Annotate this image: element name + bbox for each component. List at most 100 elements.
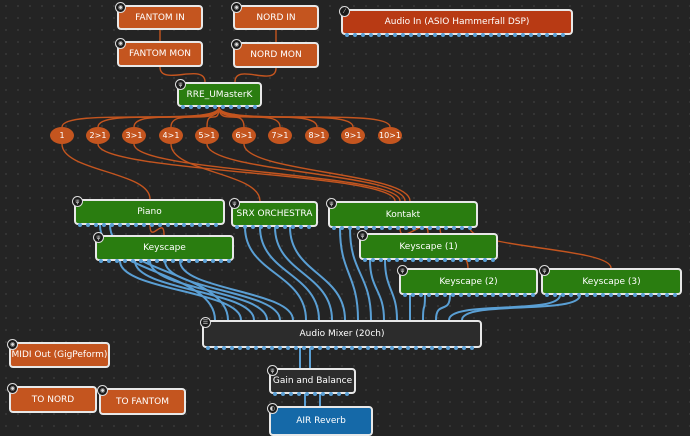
audio-port[interactable] [411,258,415,262]
audio-port[interactable] [422,346,426,350]
audio-port[interactable] [419,258,423,262]
audio-port[interactable] [513,33,517,37]
audio-port[interactable] [401,33,405,37]
audio-port[interactable] [221,105,225,109]
audio-port[interactable] [523,293,527,297]
audio-port[interactable] [310,346,314,350]
audio-port[interactable] [297,392,301,396]
audio-port[interactable] [561,293,565,297]
audio-port[interactable] [147,259,151,263]
audio-port[interactable] [305,392,309,396]
audio-port[interactable] [545,33,549,37]
audio-port[interactable] [197,105,201,109]
audio-port[interactable] [403,293,407,297]
audio-port[interactable] [657,293,661,297]
node-gain-and-balance[interactable]: ψ Gain and Balance [267,365,356,394]
audio-port[interactable] [417,33,421,37]
audio-port[interactable] [553,293,557,297]
audio-port[interactable] [459,258,463,262]
audio-port[interactable] [545,293,549,297]
audio-port[interactable] [126,223,130,227]
audio-port[interactable] [350,346,354,350]
audio-port[interactable] [428,226,432,230]
audio-port[interactable] [262,346,266,350]
audio-port[interactable] [214,346,218,350]
audio-port[interactable] [259,225,263,229]
audio-port[interactable] [412,226,416,230]
audio-port[interactable] [107,259,111,263]
audio-port[interactable] [529,33,533,37]
audio-port[interactable] [189,105,193,109]
audio-port[interactable] [356,226,360,230]
node-keyscape-3[interactable]: ψ Keyscape (3) [539,265,682,295]
node-midi-out-gigperform[interactable]: ◉ MIDI Out (GigPeform) [7,339,110,368]
audio-port[interactable] [342,346,346,350]
audio-port[interactable] [449,33,453,37]
audio-port[interactable] [462,346,466,350]
node-keyscape-1[interactable]: ψ Keyscape (1) [357,230,498,260]
audio-port[interactable] [235,225,239,229]
audio-port[interactable] [251,225,255,229]
audio-port[interactable] [245,105,249,109]
audio-port[interactable] [372,226,376,230]
audio-port[interactable] [451,258,455,262]
audio-port[interactable] [593,293,597,297]
audio-port[interactable] [340,226,344,230]
audio-port[interactable] [483,293,487,297]
audio-port[interactable] [139,259,143,263]
audio-port[interactable] [253,105,257,109]
audio-port[interactable] [585,293,589,297]
audio-port[interactable] [332,226,336,230]
audio-port[interactable] [171,259,175,263]
audio-port[interactable] [182,223,186,227]
audio-port[interactable] [454,346,458,350]
audio-port[interactable] [181,105,185,109]
audio-port[interactable] [299,225,303,229]
audio-port[interactable] [366,346,370,350]
audio-port[interactable] [158,223,162,227]
audio-port[interactable] [364,226,368,230]
audio-port[interactable] [388,226,392,230]
audio-port[interactable] [86,223,90,227]
audio-port[interactable] [115,259,119,263]
audio-port[interactable] [270,346,274,350]
audio-port[interactable] [665,293,669,297]
audio-port[interactable] [131,259,135,263]
audio-port[interactable] [419,293,423,297]
audio-port[interactable] [491,293,495,297]
audio-port[interactable] [452,226,456,230]
audio-port[interactable] [206,223,210,227]
audio-port[interactable] [203,259,207,263]
audio-port[interactable] [345,392,349,396]
audio-port[interactable] [435,293,439,297]
audio-port[interactable] [468,226,472,230]
audio-port[interactable] [609,293,613,297]
audio-port[interactable] [348,226,352,230]
node-nord-in[interactable]: ◉ NORD IN [231,2,319,30]
audio-port[interactable] [321,392,325,396]
audio-port[interactable] [353,33,357,37]
node-nord-mon[interactable]: ◉ NORD MON [231,39,319,68]
audio-port[interactable] [483,258,487,262]
audio-port[interactable] [243,225,247,229]
audio-port[interactable] [561,33,565,37]
audio-port[interactable] [491,258,495,262]
bus-7[interactable]: 7>1 [268,127,292,144]
audio-port[interactable] [369,33,373,37]
audio-port[interactable] [363,258,367,262]
audio-port[interactable] [94,223,98,227]
audio-port[interactable] [190,223,194,227]
node-keyscape-2[interactable]: ψ Keyscape (2) [397,265,538,295]
audio-port[interactable] [515,293,519,297]
audio-port[interactable] [230,346,234,350]
audio-port[interactable] [393,33,397,37]
audio-port[interactable] [307,225,311,229]
bus-3[interactable]: 3>1 [122,127,146,144]
audio-port[interactable] [390,346,394,350]
audio-port[interactable] [205,105,209,109]
audio-port[interactable] [254,346,258,350]
audio-port[interactable] [361,33,365,37]
audio-port[interactable] [406,346,410,350]
audio-port[interactable] [142,223,146,227]
audio-port[interactable] [459,293,463,297]
